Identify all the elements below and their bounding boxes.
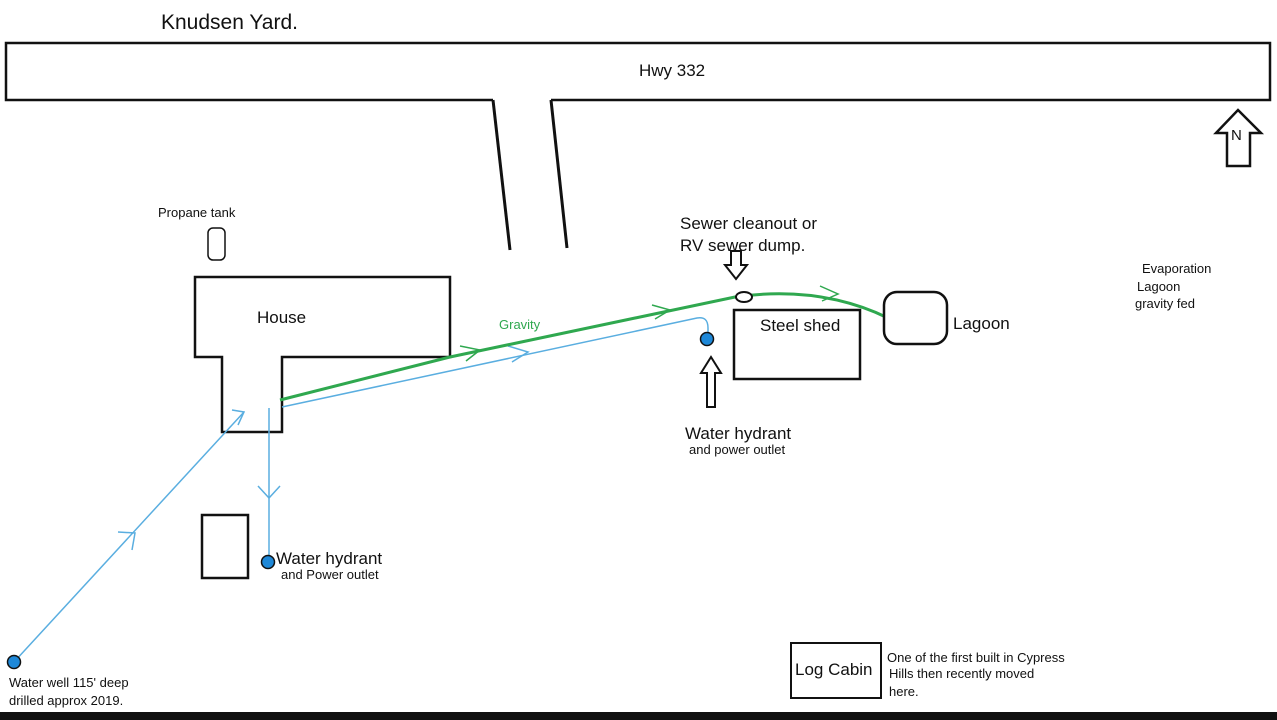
gravity-label: Gravity xyxy=(499,317,541,332)
sewer-label-line2: RV sewer dump. xyxy=(680,236,806,255)
house-label: House xyxy=(257,308,307,327)
cabin-note-line2: Hills then recently moved xyxy=(889,666,1035,681)
steel-shed-label: Steel shed xyxy=(760,316,841,335)
shed-hydrant-title: Water hydrant xyxy=(685,424,792,443)
shed-hydrant-sub: and power outlet xyxy=(689,442,786,457)
flow-arrow-icon xyxy=(459,345,482,362)
north-arrow-icon xyxy=(1213,108,1265,168)
flow-arrow-icon xyxy=(231,409,246,426)
well-water-line xyxy=(13,411,245,663)
shed-hydrant-dot xyxy=(699,331,715,347)
house-hydrant-sub: and Power outlet xyxy=(281,567,379,582)
evaporation-label-line1: Evaporation xyxy=(1142,261,1212,276)
flow-arrow-icon xyxy=(257,485,281,500)
cabin-note-line1: One of the first built in Cypress xyxy=(887,650,1065,665)
sewer-label-line1: Sewer cleanout or xyxy=(680,214,818,233)
up-arrow-icon xyxy=(699,355,723,408)
highway-label: Hwy 332 xyxy=(639,61,706,80)
flow-arrow-icon xyxy=(117,531,136,551)
evaporation-label-line2: Lagoon xyxy=(1137,279,1181,294)
propane-tank-shape xyxy=(207,227,226,261)
evaporation-label-line3: gravity fed xyxy=(1135,296,1195,311)
flow-arrow-icon xyxy=(507,345,530,363)
house-outline xyxy=(193,275,452,434)
log-cabin-box xyxy=(790,642,882,699)
cabin-note-line3: here. xyxy=(889,684,919,699)
lagoon-outline xyxy=(882,290,949,346)
diagram-title: Knudsen Yard. xyxy=(161,11,298,34)
driveway-left-edge xyxy=(491,99,512,251)
well-label-line1: Water well 115' deep xyxy=(9,675,129,690)
lagoon-label: Lagoon xyxy=(953,314,1010,333)
shed-hydrant-water-line xyxy=(281,316,709,408)
house-hydrant-dot xyxy=(260,554,276,570)
steel-shed-outline xyxy=(732,308,862,381)
flow-arrow-icon xyxy=(651,304,672,320)
highway-outline xyxy=(4,41,1272,102)
propane-tank-label: Propane tank xyxy=(158,205,236,220)
small-outbuilding xyxy=(200,513,250,580)
north-label: N xyxy=(1231,127,1242,144)
driveway-right-edge xyxy=(549,99,569,249)
bottom-border-bar xyxy=(0,712,1277,720)
flow-arrow-icon xyxy=(819,285,840,302)
house-hydrant-title: Water hydrant xyxy=(276,549,383,568)
sewer-cleanout-marker xyxy=(735,291,753,303)
log-cabin-label: Log Cabin xyxy=(795,660,873,679)
water-well-dot xyxy=(6,654,22,670)
well-label-line2: drilled approx 2019. xyxy=(9,693,124,708)
down-arrow-icon xyxy=(722,250,750,281)
